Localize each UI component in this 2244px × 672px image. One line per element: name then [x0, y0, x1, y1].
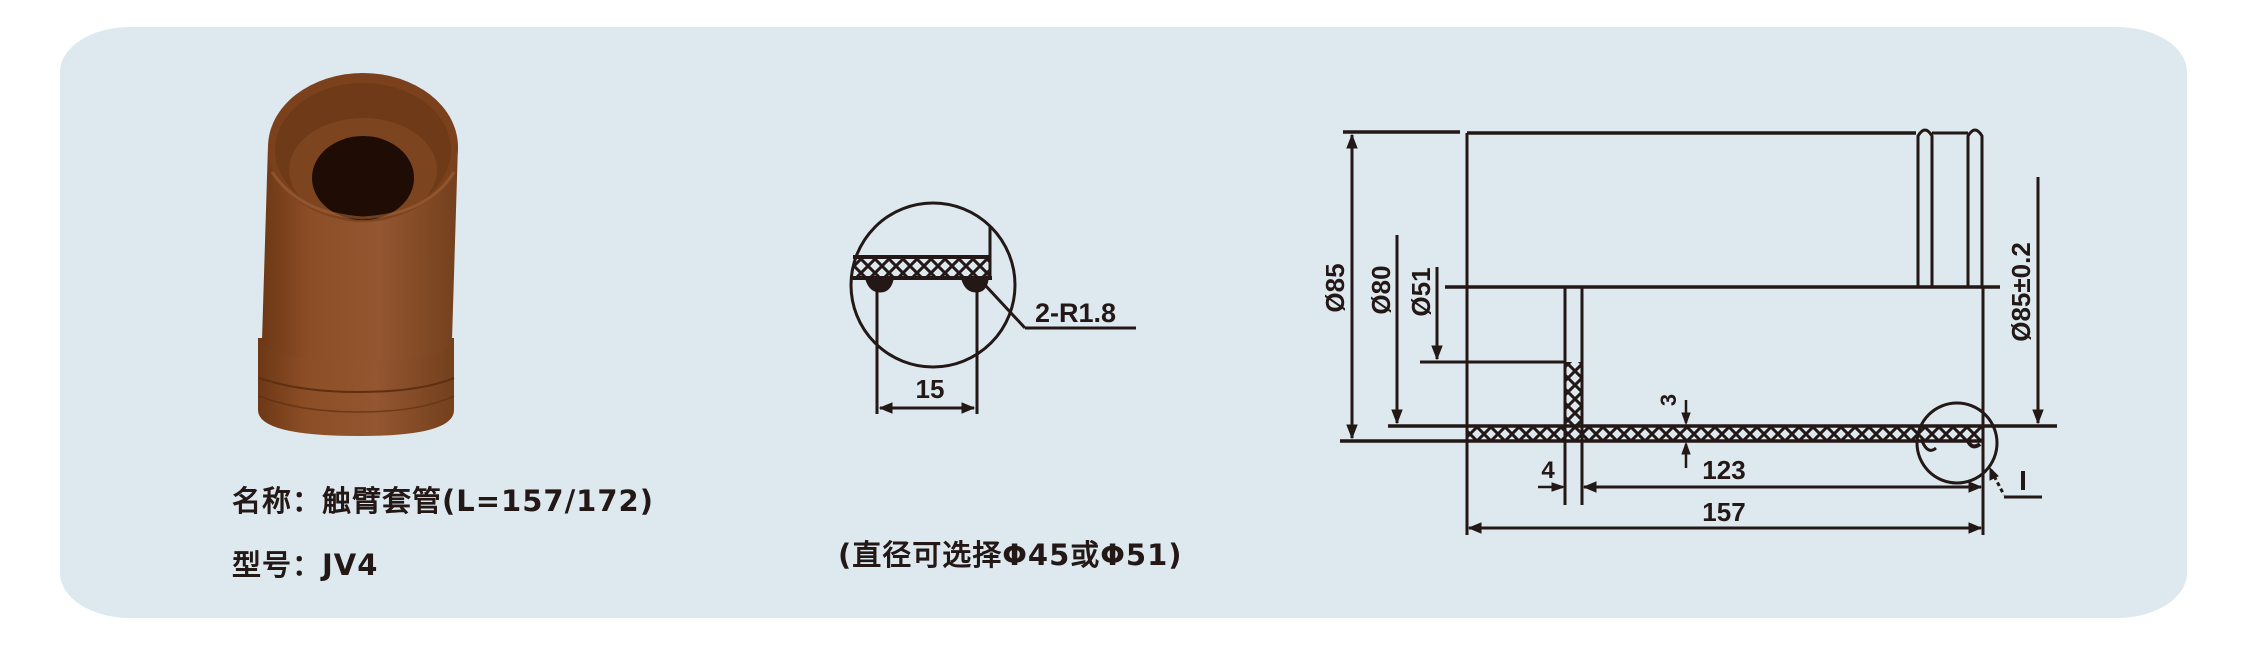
dim-bore51-label: Ø51 [1406, 267, 1436, 316]
product-model-value: JV4 [322, 548, 379, 582]
dim-wall-3-label: 3 [1656, 394, 1681, 406]
product-photo [258, 73, 458, 436]
product-name-label: 名称： [232, 484, 323, 518]
dim-id80-label: Ø80 [1366, 265, 1396, 314]
section-view [1340, 128, 2057, 535]
product-name-value: 触臂套管(L=157/172) [322, 484, 654, 518]
fillet-callout-label: 2-R1.8 [1035, 298, 1116, 328]
detail-view-circle [849, 201, 1136, 414]
detail-marker-label: I [2019, 465, 2027, 496]
product-model: 型号：JV4 [232, 542, 378, 584]
dim-od85-label: Ø85 [1320, 263, 1350, 312]
dim-4-label: 4 [1541, 457, 1555, 484]
product-name: 名称：触臂套管(L=157/172) [232, 478, 654, 520]
dim-15-label: 15 [916, 374, 945, 404]
diameter-option-note: (直径可选择Φ45或Φ51) [838, 538, 1183, 572]
product-model-label: 型号： [232, 548, 323, 582]
dim-123-label: 123 [1702, 455, 1745, 485]
dim-od85-tol-label: Ø85±0.2 [2006, 242, 2036, 342]
dim-157-label: 157 [1702, 497, 1745, 527]
